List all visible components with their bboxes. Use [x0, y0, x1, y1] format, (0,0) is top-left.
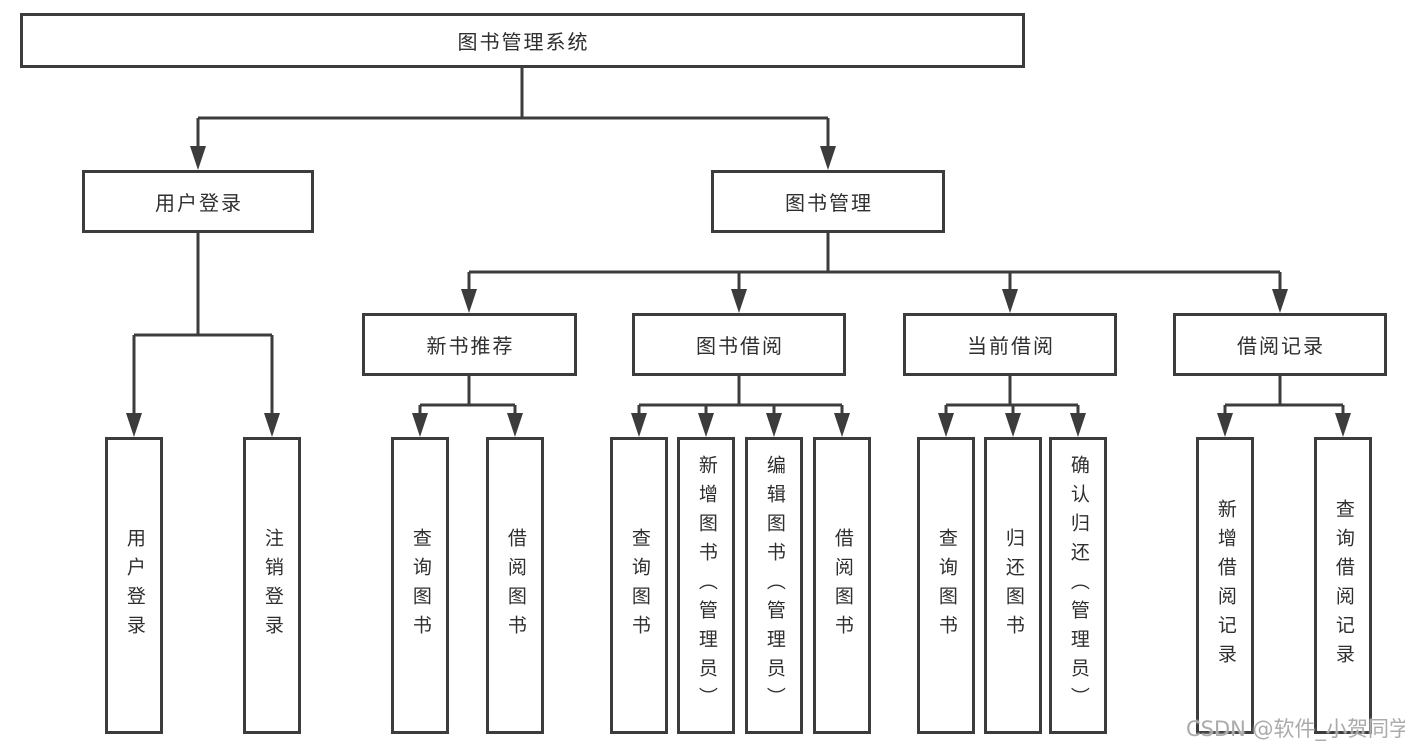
- leaf-add-books-admin: 新增图书（管理员）: [677, 437, 735, 734]
- node-label: 编辑图书（管理员）: [763, 455, 786, 716]
- node-label: 图书管理系统: [457, 30, 590, 54]
- leaf-confirm-return-admin: 确认归还（管理员）: [1049, 437, 1107, 734]
- node-label: 查询图书: [628, 527, 651, 644]
- leaf-add-borrow-record: 新增借阅记录: [1196, 437, 1254, 734]
- node-label: 借阅记录: [1237, 334, 1325, 358]
- leaf-borrow-books: 借阅图书: [486, 437, 544, 734]
- node-label: 借阅图书: [831, 527, 854, 644]
- node-label: 注销登录: [261, 527, 284, 644]
- csdn-watermark: CSDN @软件_小贺同学: [1186, 717, 1405, 741]
- leaf-return-books: 归还图书: [984, 437, 1042, 734]
- node-label: 确认归还（管理员）: [1067, 455, 1090, 716]
- node-label: 查询图书: [409, 527, 432, 644]
- node-label: 新增图书（管理员）: [695, 455, 718, 716]
- leaf-user-login: 用户登录: [105, 437, 163, 734]
- node-user-login: 用户登录: [82, 170, 314, 233]
- node-label: 归还图书: [1002, 527, 1025, 644]
- node-label: 用户登录: [123, 527, 146, 644]
- node-label: 用户登录: [155, 191, 243, 215]
- node-label: 图书借阅: [696, 334, 784, 358]
- leaf-query-books: 查询图书: [917, 437, 975, 734]
- leaf-query-books: 查询图书: [610, 437, 668, 734]
- leaf-edit-books-admin: 编辑图书（管理员）: [745, 437, 803, 734]
- node-label: 图书管理: [785, 191, 873, 215]
- node-book-management: 图书管理: [711, 170, 945, 233]
- node-new-book-recommendation: 新书推荐: [362, 313, 577, 376]
- node-library-management-system: 图书管理系统: [20, 13, 1025, 68]
- node-label: 新增借阅记录: [1214, 498, 1237, 673]
- node-label: 借阅图书: [504, 527, 527, 644]
- leaf-borrow-books: 借阅图书: [813, 437, 871, 734]
- node-current-borrowing: 当前借阅: [903, 313, 1117, 376]
- node-borrowing-records: 借阅记录: [1173, 313, 1387, 376]
- leaf-logout: 注销登录: [243, 437, 301, 734]
- node-label: 查询借阅记录: [1332, 498, 1355, 673]
- leaf-query-borrow-record: 查询借阅记录: [1314, 437, 1372, 734]
- leaf-query-books: 查询图书: [391, 437, 449, 734]
- node-label: 当前借阅: [967, 334, 1055, 358]
- node-label: 查询图书: [935, 527, 958, 644]
- node-book-borrowing: 图书借阅: [632, 313, 846, 376]
- node-label: 新书推荐: [426, 334, 515, 358]
